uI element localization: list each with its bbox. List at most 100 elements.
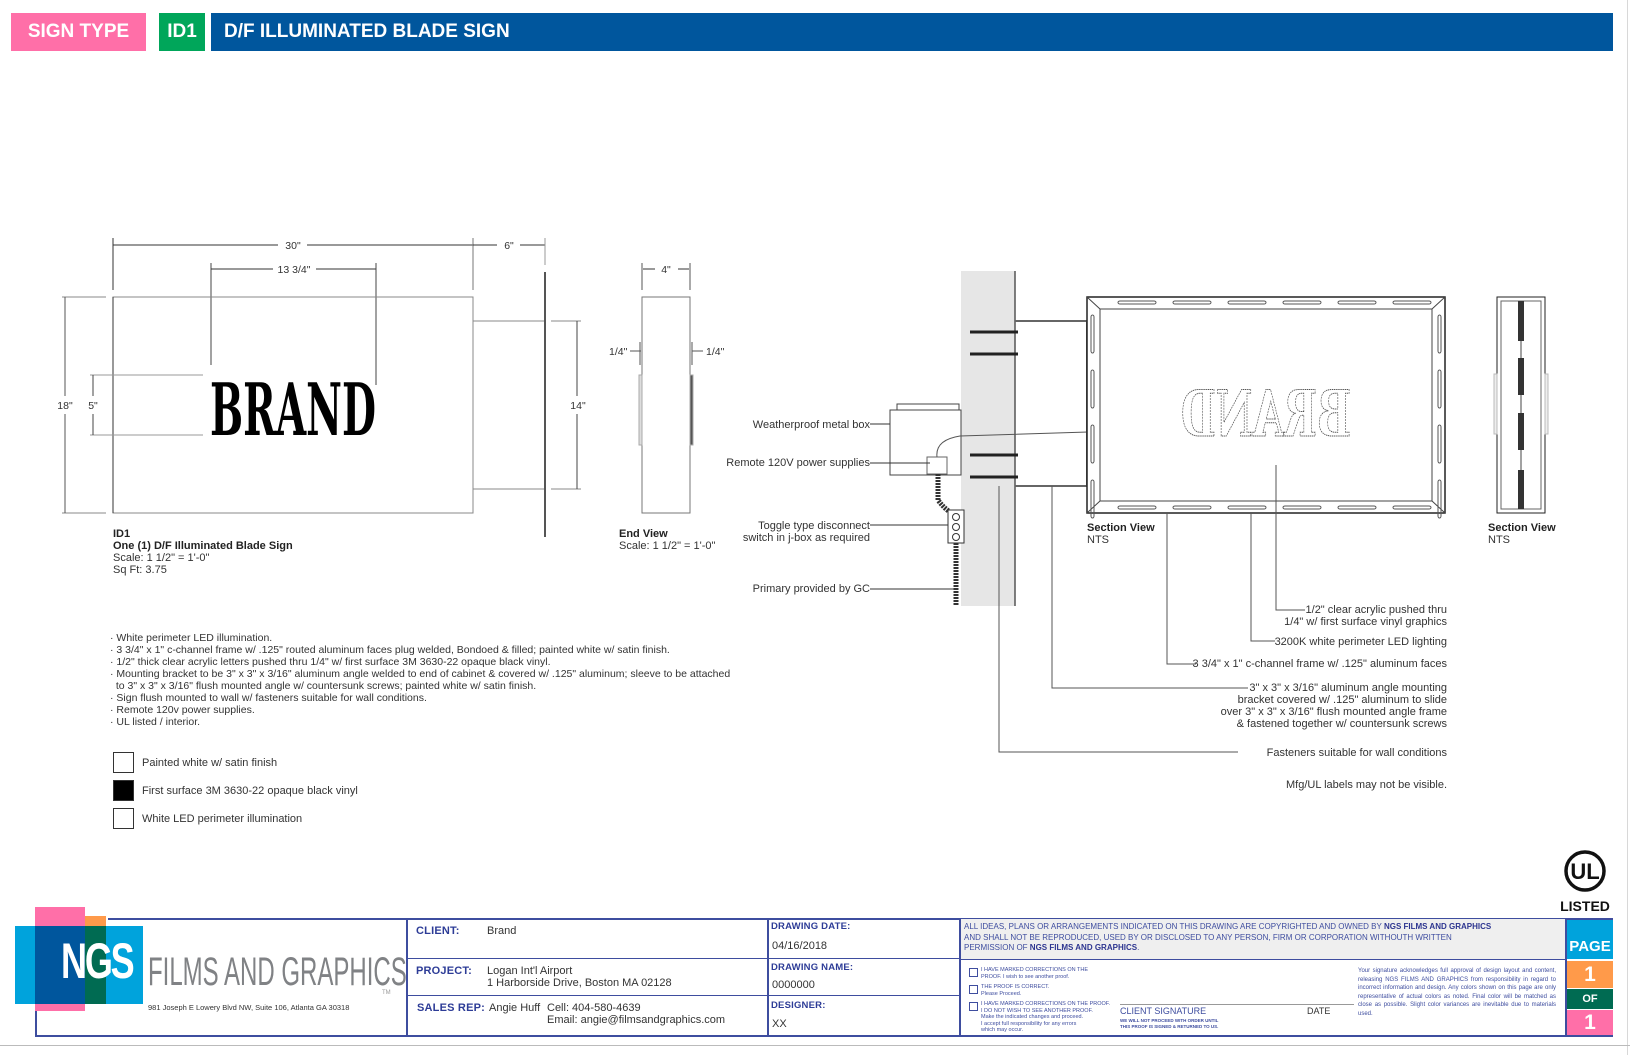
copyright-bg <box>961 919 1565 959</box>
page-edge <box>1627 0 1628 1055</box>
ul-listed-logo: UL LISTED <box>1560 850 1610 914</box>
callout-bracket-3: over 3" x 3" x 3/16" flush mounted angle… <box>1220 706 1447 718</box>
section-view-2-title: Section View <box>1488 522 1556 534</box>
page-current: 1 <box>1584 962 1596 986</box>
approval-line: Please Proceed. <box>981 990 1022 997</box>
copyright-owner: NGS FILMS AND GRAPHICS <box>1383 922 1492 931</box>
led-module <box>1437 424 1442 464</box>
sales-rep-label: SALES REP: <box>417 1002 486 1014</box>
led-module <box>1172 505 1212 510</box>
logo-initials: NGS <box>61 933 135 989</box>
note-item: · Sign flush mounted to wall w/ fastener… <box>110 692 427 704</box>
drawing-name: 0000000 <box>772 979 815 991</box>
dim-left-push-label: 1/4" <box>609 346 628 358</box>
drawing-name-label: DRAWING NAME: <box>771 962 854 973</box>
led-module <box>1090 479 1095 519</box>
elevation-sqft: Sq Ft: 3.75 <box>113 564 167 576</box>
led-module <box>1117 505 1157 510</box>
drawing-date: 04/16/2018 <box>772 940 828 952</box>
company-tm: TM <box>382 990 391 996</box>
led-module <box>1117 300 1157 305</box>
ul-listed-text: LISTED <box>1560 898 1610 914</box>
led-module <box>1227 505 1267 510</box>
approval-line: PROOF. I wish to see another proof. <box>981 973 1070 980</box>
led-module <box>1437 369 1442 409</box>
callout-led: 3200K white perimeter LED lighting <box>1274 636 1447 648</box>
swatch-black <box>113 780 134 801</box>
ul-note: Mfg/UL labels may not be visible. <box>1286 779 1447 791</box>
tb-row-1 <box>406 958 959 959</box>
swatch-white <box>113 752 134 773</box>
section-2-led-strips <box>1518 301 1524 509</box>
tb-row-copy <box>959 959 1565 960</box>
led-module <box>1172 300 1212 305</box>
callout-toggle-line2: switch in j-box as required <box>742 532 870 544</box>
end-view-scale: Scale: 1 1/2" = 1'-0" <box>619 540 716 552</box>
page-total: 1 <box>1584 1010 1596 1034</box>
legend-item-black: First surface 3M 3630-22 opaque black vi… <box>113 780 358 801</box>
dim-copy-height-label: 5" <box>88 400 98 412</box>
led-module <box>1282 505 1322 510</box>
designer-label: DESIGNER: <box>771 1000 826 1011</box>
led-module <box>1282 300 1322 305</box>
signature-note-1[interactable]: WE WILL NOT PROCEED WITH ORDER UNTIL <box>1120 1018 1219 1023</box>
copyright-text-3: PERMISSION OF <box>964 943 1030 952</box>
wall-fasteners <box>970 330 1018 479</box>
tb-div-2 <box>767 918 769 1036</box>
end-view-cabinet <box>641 296 691 514</box>
led-module <box>1392 300 1432 305</box>
logo-navy-block <box>35 926 85 1004</box>
dim-copy-width-label: 13 3/4" <box>278 264 311 276</box>
sign-id-badge: ID1 <box>159 13 205 51</box>
callout-bracket-4: & fastened together w/ countersunk screw… <box>1236 718 1447 730</box>
spec-notes: · White perimeter LED illumination. · 3 … <box>110 632 730 728</box>
legend-label: Painted white w/ satin finish <box>142 756 278 769</box>
note-item: · 1/2" thick clear acrylic letters pushe… <box>110 656 551 668</box>
tb-div-1 <box>406 918 408 1036</box>
callout-cchannel: 3 3/4" x 1" c-channel frame w/ .125" alu… <box>1192 658 1447 670</box>
page-bottom-border <box>0 1045 1630 1046</box>
led-module <box>1437 314 1442 354</box>
power-supply <box>926 456 948 475</box>
led-modules <box>1090 300 1442 519</box>
approval-checkbox-2[interactable] <box>969 985 978 994</box>
legend-item-led: White LED perimeter illumination <box>113 808 302 829</box>
page-of-cell: OF <box>1567 989 1613 1009</box>
led-module <box>1090 369 1095 409</box>
legend-label: White LED perimeter illumination <box>142 812 303 825</box>
callout-weatherproof-box: Weatherproof metal box <box>752 419 870 431</box>
approval-line: I accept full responsibility for any err… <box>981 1020 1077 1027</box>
logo-pink-strip <box>35 1004 85 1011</box>
approval-checkbox-1[interactable] <box>969 968 978 977</box>
wall <box>961 271 1015 606</box>
note-item: · Mounting bracket to be 3" x 3" x 3/16"… <box>110 668 731 680</box>
tb-bottom-line <box>35 1035 1613 1037</box>
led-module <box>1227 300 1267 305</box>
approval-line: Make the indicated changes and proceed. <box>981 1014 1084 1020</box>
note-item: to 3" x 3" x 3/16" flush mounted angle w… <box>110 680 537 692</box>
approval-line: THE PROOF IS CORRECT. <box>981 984 1050 990</box>
brand-copy: BRAND <box>210 367 376 452</box>
note-item: · 3 3/4" x 1" c-channel frame w/ .125" r… <box>110 644 670 656</box>
approval-checkbox-3[interactable] <box>969 1002 978 1011</box>
project-label: PROJECT: <box>416 965 472 977</box>
date-label: DATE <box>1307 1006 1331 1016</box>
copyright-text-2: AND SHALL NOT BE REPRODUCED, USED BY OR … <box>964 932 1452 942</box>
page-total-cell: 1 <box>1567 1010 1613 1035</box>
led-module <box>1090 424 1095 464</box>
dim-depth-label: 4" <box>661 264 671 276</box>
elevation-view <box>62 238 581 537</box>
page-title-text: D/F ILLUMINATED BLADE SIGN <box>224 21 510 42</box>
logo-green-block <box>85 926 106 1004</box>
callout-toggle-line1: Toggle type disconnect <box>758 520 870 532</box>
project-line1: Logan Int'l Airport <box>487 965 573 977</box>
drawing-date-label: DRAWING DATE: <box>771 921 851 932</box>
section-bracket <box>1015 320 1088 487</box>
approval-line: I HAVE MARKED CORRECTIONS ON THE PROOF. <box>981 1001 1111 1007</box>
elevation-name: One (1) D/F Illuminated Blade Sign <box>113 540 293 552</box>
mirrored-brand-copy: BRAND <box>1181 377 1351 452</box>
section-inner <box>1099 308 1433 502</box>
page-title: D/F ILLUMINATED BLADE SIGN <box>211 13 1613 51</box>
